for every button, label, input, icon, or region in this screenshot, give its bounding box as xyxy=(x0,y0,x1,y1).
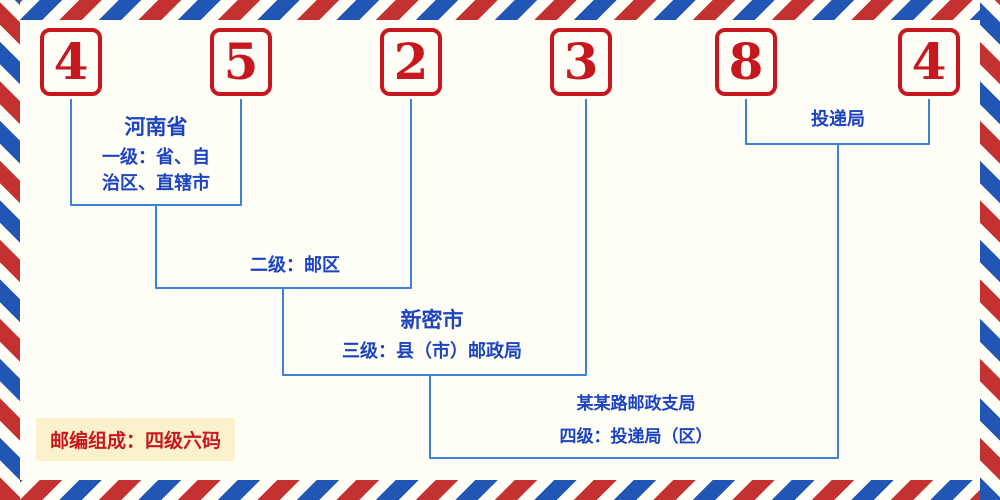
digit-box-1: 4 xyxy=(40,28,102,96)
digit-box-3: 2 xyxy=(380,28,442,96)
level1-description-line1: 一级：省、自 xyxy=(102,147,210,167)
level2-description: 二级：邮区 xyxy=(250,255,340,275)
airmail-border-right xyxy=(980,0,1000,500)
footer-note: 邮编组成：四级六码 xyxy=(36,418,236,461)
airmail-border-left xyxy=(0,0,20,500)
airmail-border-top xyxy=(0,0,1000,20)
level4-office-label: 投递局 xyxy=(811,109,865,129)
digit-box-5: 8 xyxy=(715,28,777,96)
digit-box-4: 3 xyxy=(550,28,612,96)
level3-description: 三级：县（市）邮政局 xyxy=(342,341,522,361)
level3-city-label: 新密市 xyxy=(400,309,464,332)
level4-description: 四级：投递局（区） xyxy=(559,427,713,446)
digit-box-2: 5 xyxy=(210,28,272,96)
level4-branch-label: 某某路邮政支局 xyxy=(576,394,696,413)
airmail-border-bottom xyxy=(0,480,1000,500)
digit-box-6: 4 xyxy=(898,28,960,96)
level1-region-label: 河南省 xyxy=(124,116,188,139)
level1-description-line2: 治区、直辖市 xyxy=(102,173,210,194)
level1-description: 一级：省、自 治区、直辖市 xyxy=(102,144,210,196)
